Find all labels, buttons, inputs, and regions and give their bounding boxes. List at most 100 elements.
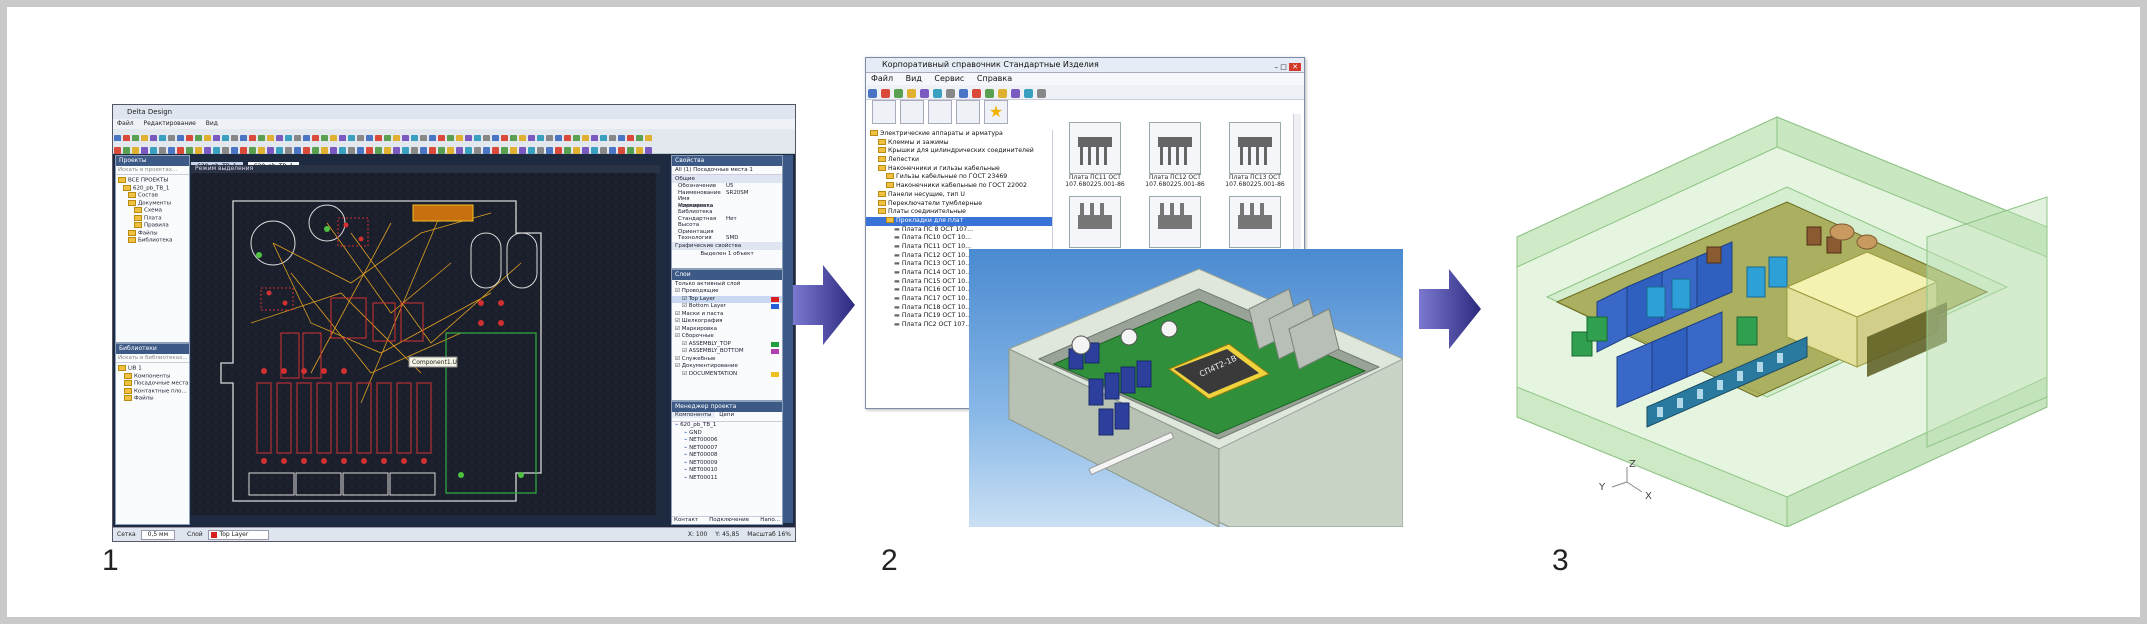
toolbar-button-icon[interactable] (510, 147, 517, 154)
toolbar-button-icon[interactable] (501, 135, 508, 142)
layer-item[interactable]: ☑ Шелкография (675, 318, 723, 324)
tree-item[interactable]: Документы (118, 199, 187, 208)
toolbar-button-icon[interactable] (114, 135, 121, 142)
toolbar-button-icon[interactable] (456, 147, 463, 154)
toolbar-button-icon[interactable] (384, 135, 391, 142)
toolbar-button-icon[interactable] (474, 135, 481, 142)
toolbar-button-icon[interactable] (564, 147, 571, 154)
toolbar-button-icon[interactable] (609, 135, 616, 142)
toolbar-button-icon[interactable] (402, 147, 409, 154)
toolbar-button-icon[interactable] (946, 89, 955, 98)
toolbar-button-icon[interactable] (492, 135, 499, 142)
toolbar-button-icon[interactable] (321, 135, 328, 142)
property-row[interactable]: Ориентация (678, 228, 714, 235)
catalog-tree-item[interactable]: Электрические аппараты и арматура (866, 130, 1052, 139)
tree-item[interactable]: Компоненты (118, 372, 187, 381)
toolbar-button-icon[interactable] (985, 89, 994, 98)
catalog-tree-item[interactable]: ▬ Плата ПС 8 ОСТ 107... (894, 225, 974, 233)
toolbar-button-icon[interactable] (348, 135, 355, 142)
toolbar-button-icon[interactable] (618, 147, 625, 154)
gear-icon[interactable] (956, 100, 980, 124)
toolbar-button-icon[interactable] (501, 147, 508, 154)
layer-item[interactable]: ☑ Сборочные (675, 333, 714, 339)
toolbar-button-icon[interactable] (959, 89, 968, 98)
layer-item[interactable]: ☑ Маркировка (675, 325, 717, 332)
toolbar-button-icon[interactable] (591, 135, 598, 142)
toolbar-button-icon[interactable] (894, 89, 903, 98)
toolbar-button-icon[interactable] (972, 89, 981, 98)
toolbar-button-icon[interactable] (474, 147, 481, 154)
toolbar-button-icon[interactable] (528, 147, 535, 154)
toolbar-button-icon[interactable] (519, 135, 526, 142)
window-controls[interactable]: – □ ✕ (1275, 60, 1301, 74)
layer-item[interactable]: ☑ DOCUMENTATION (672, 371, 782, 379)
toolbar-button-icon[interactable] (186, 147, 193, 154)
pcb-menu-view[interactable]: Вид (205, 120, 218, 127)
toolbar-button-icon[interactable] (868, 89, 877, 98)
pcb-window-titlebar[interactable]: Delta Design (113, 105, 795, 120)
toolbar-button-icon[interactable] (348, 147, 355, 154)
catalog-tree-item[interactable]: ▬ Плата ПС16 ОСТ 10... (894, 286, 972, 294)
toolbar-button-icon[interactable] (573, 147, 580, 154)
toolbar-button-icon[interactable] (294, 147, 301, 154)
toolbar-button-icon[interactable] (456, 135, 463, 142)
toolbar-button-icon[interactable] (627, 147, 634, 154)
toolbar-button-icon[interactable] (1011, 89, 1020, 98)
toolbar-button-icon[interactable] (330, 147, 337, 154)
catalog-tree-item[interactable]: Лепестки (866, 156, 1052, 165)
layer-item[interactable]: ☑ ASSEMBLY_BOTTOM (672, 348, 782, 356)
toolbar-button-icon[interactable] (267, 135, 274, 142)
catalog-tree-item[interactable]: ▬ Плата ПС12 ОСТ 10... (894, 251, 972, 259)
net-item[interactable]: ⌁ NET00006 (684, 437, 718, 443)
toolbar-button-icon[interactable] (357, 135, 364, 142)
toolbar-button-icon[interactable] (258, 135, 265, 142)
toolbar-button-icon[interactable] (591, 147, 598, 154)
side-dock-strip[interactable] (783, 155, 793, 523)
property-row[interactable]: Маркировка (678, 202, 714, 209)
catalog-tree-item[interactable]: Переключатели тумблерные (866, 199, 1052, 209)
toolbar-button-icon[interactable] (1037, 89, 1046, 98)
catalog-tile[interactable] (1063, 196, 1127, 248)
property-row[interactable]: Библиотека (678, 209, 713, 215)
toolbar-button-icon[interactable] (303, 147, 310, 154)
catalog-tree-item[interactable]: Гильзы кабельные по ГОСТ 23469 (866, 173, 1052, 182)
tab-nets[interactable]: Цепи (719, 412, 735, 418)
tree-item[interactable]: Контактные пло... (118, 387, 187, 396)
layer-item[interactable]: ☑ Bottom Layer (672, 303, 782, 311)
toolbar-button-icon[interactable] (573, 135, 580, 142)
toolbar-button-icon[interactable] (447, 135, 454, 142)
toolbar-button-icon[interactable] (537, 135, 544, 142)
toolbar-button-icon[interactable] (312, 147, 319, 154)
status-grid-value[interactable]: 0,5 мм (140, 530, 176, 540)
catalog-tree-item[interactable]: ▬ Плата ПС10 ОСТ 10... (894, 234, 972, 242)
layer-item[interactable]: ☑ Top Layer (672, 295, 782, 303)
catalog-tree-item[interactable]: Панели несущие, тип U (866, 190, 1052, 200)
catalog-tree-item[interactable]: Прокладки для плат (866, 216, 1052, 226)
catalog-menu-view[interactable]: Вид (905, 74, 922, 83)
toolbar-button-icon[interactable] (276, 135, 283, 142)
catalog-tile[interactable] (1143, 196, 1207, 248)
toolbar-button-icon[interactable] (339, 147, 346, 154)
toolbar-button-icon[interactable] (402, 135, 409, 142)
toolbar-button-icon[interactable] (249, 135, 256, 142)
toolbar-button-icon[interactable] (920, 89, 929, 98)
tree-item[interactable]: ВСЕ ПРОЕКТЫ (118, 177, 187, 185)
net-item[interactable]: ⌁ GND (684, 429, 702, 436)
toolbar-button-icon[interactable] (420, 135, 427, 142)
catalog-tree-item[interactable]: ▬ Плата ПС17 ОСТ 10... (894, 295, 972, 303)
catalog-tree-item[interactable]: Наконечники и гильзы кабельные (866, 164, 1052, 174)
tree-item[interactable]: Файлы (118, 229, 187, 238)
toolbar-button-icon[interactable] (627, 135, 634, 142)
toolbar-button-icon[interactable] (537, 147, 544, 154)
net-item[interactable]: ⌁ NET00010 (684, 467, 718, 473)
toolbar-button-icon[interactable] (564, 135, 571, 142)
toolbar-button-icon[interactable] (429, 135, 436, 142)
catalog-tree-item[interactable]: ▬ Плата ПС18 ОСТ 10... (894, 303, 972, 311)
toolbar-button-icon[interactable] (159, 135, 166, 142)
projects-search-input[interactable]: Искать в проектах... (116, 166, 189, 175)
toolbar-button-icon[interactable] (177, 147, 184, 154)
toolbar-button-icon[interactable] (168, 135, 175, 142)
toolbar-button-icon[interactable] (411, 147, 418, 154)
